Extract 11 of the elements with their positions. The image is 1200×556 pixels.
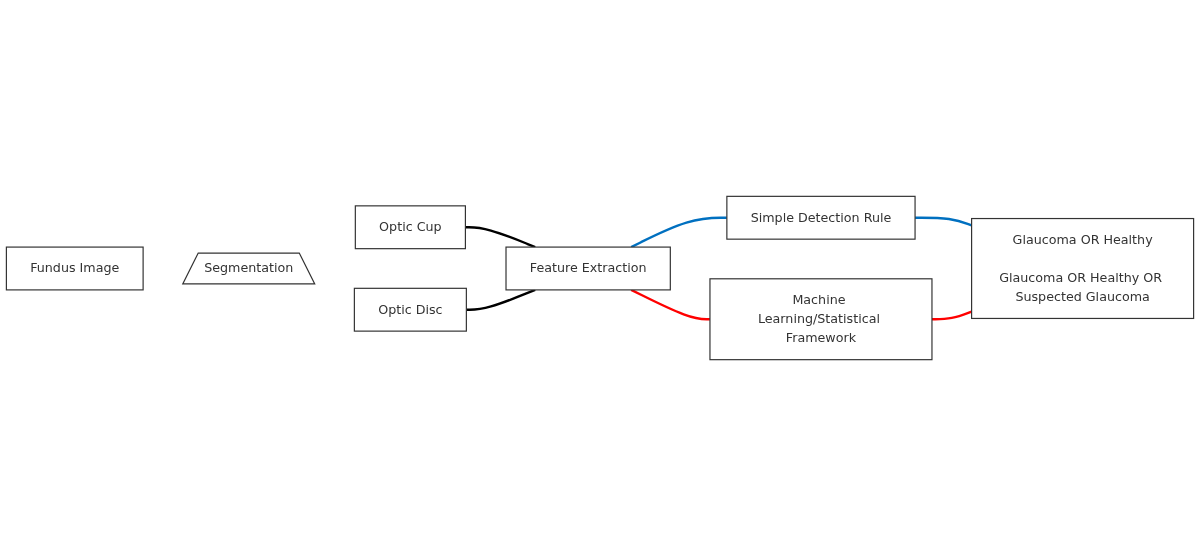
connector (466, 288, 536, 311)
node-box: Glaucoma OR Healthy Glaucoma OR Healthy OR Suspected Glaucoma (971, 217, 1195, 320)
node-box: Optic Disc (353, 287, 467, 332)
connector (630, 288, 710, 321)
connector (465, 226, 536, 249)
node-box: Fundus Image (5, 246, 144, 291)
node-box: Feature Extraction (505, 246, 671, 291)
node-box: Machine Learning/Statistical Framework (709, 278, 933, 361)
node-box: Optic Cup (354, 205, 466, 250)
connector (630, 216, 727, 249)
node-box: Simple Detection Rule (726, 195, 916, 240)
